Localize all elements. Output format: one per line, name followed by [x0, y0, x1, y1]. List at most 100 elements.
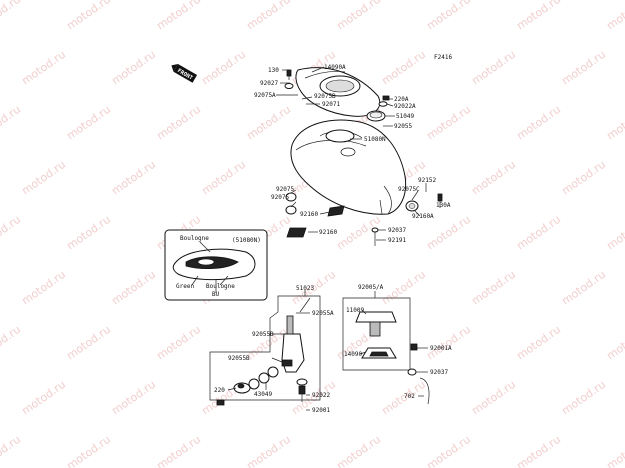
front-arrow-badge: FRONT: [171, 64, 198, 83]
callout-92055A: 92055A: [312, 310, 334, 317]
callout-92001: 92001: [312, 407, 330, 414]
watermark-text: motod.ru: [0, 433, 23, 468]
watermark-text: motod.ru: [0, 0, 23, 32]
filler-cap-51049: [366, 110, 386, 122]
callout-92160A: 92160A: [412, 213, 434, 220]
watermark-text: motod.ru: [64, 323, 113, 363]
callout-92075-upper: 92075: [276, 186, 294, 193]
callout-51049: 51049: [396, 113, 414, 120]
watermark-text: motod.ru: [244, 103, 293, 143]
callout-92075B: 92075B: [314, 93, 336, 100]
watermark-text: motod.ru: [334, 433, 383, 468]
watermark-text: motod.ru: [64, 213, 113, 253]
watermark-text: motod.ru: [379, 48, 428, 88]
watermark-text: motod.ru: [244, 0, 293, 32]
watermark-text: motod.ru: [199, 48, 248, 88]
callout-92005A: 92005/A: [358, 284, 384, 291]
emblem-92160-upper: [327, 205, 345, 217]
watermark-text: motod.ru: [559, 158, 608, 198]
watermark-text: motod.ru: [604, 213, 625, 253]
watermark-text: motod.ru: [559, 48, 608, 88]
inset-color-2: Green: [176, 283, 194, 290]
watermark-text: motod.ru: [514, 0, 563, 32]
callout-92075C: 92075C: [398, 186, 420, 193]
callout-92075-lower: 92075: [271, 194, 289, 201]
watermark-text: motod.ru: [604, 323, 625, 363]
watermark-text: motod.ru: [469, 48, 518, 88]
clip-92037-upper: [371, 227, 379, 233]
watermark-text: motod.ru: [334, 213, 383, 253]
fuel-cock-group: [209, 295, 321, 402]
watermark-text: motod.ru: [154, 323, 203, 363]
watermark-text: motod.ru: [64, 0, 113, 32]
watermark-text: motod.ru: [64, 433, 113, 468]
watermark-text: motod.ru: [0, 213, 23, 253]
watermark-text: motod.ru: [379, 268, 428, 308]
watermark-text: motod.ru: [19, 268, 68, 308]
callout-92160-upper: 92160: [300, 211, 318, 218]
watermark-text: motod.ru: [109, 158, 158, 198]
callout-220: 220: [214, 387, 225, 394]
callout-51080N: 51080N: [364, 136, 386, 143]
watermark-text: motod.ru: [244, 433, 293, 468]
callout-92071: 92071: [322, 101, 340, 108]
callout-92160-lower: 92160: [319, 229, 337, 236]
watermark-text: motod.ru: [64, 103, 113, 143]
callout-92055B-lower: 92055B: [228, 355, 250, 362]
callout-92027: 92027: [260, 80, 278, 87]
fuel-tank-part: [290, 119, 407, 215]
callout-14090A: 14090A: [324, 64, 346, 71]
watermark-text: motod.ru: [469, 158, 518, 198]
callout-92001A: 92001A: [430, 345, 452, 352]
watermark-text: motod.ru: [559, 268, 608, 308]
watermark-text: motod.ru: [109, 48, 158, 88]
lever-parts-43049: [216, 366, 279, 406]
washer-92027: [284, 83, 294, 89]
emblem-92160-lower: [286, 227, 307, 238]
inset-color-3: Boulogne: [206, 283, 235, 290]
watermark-text: motod.ru: [604, 0, 625, 32]
callout-92022: 92022: [312, 392, 330, 399]
callout-92075A: 92075A: [254, 92, 276, 99]
watermark-text: motod.ru: [469, 378, 518, 418]
watermark-text: motod.ru: [154, 0, 203, 32]
callout-11009: 11009: [346, 307, 364, 314]
callout-702: 702: [404, 393, 415, 400]
watermark-text: motod.ru: [424, 433, 473, 468]
watermark-text: motod.ru: [19, 378, 68, 418]
callout-92037-upper: 92037: [388, 227, 406, 234]
watermark-text: motod.ru: [199, 158, 248, 198]
watermark-text: motod.ru: [604, 433, 625, 468]
watermark-text: motod.ru: [19, 158, 68, 198]
watermark-text: motod.ru: [109, 268, 158, 308]
watermark-text: motod.ru: [604, 103, 625, 143]
leader-lines: [227, 66, 441, 411]
watermark-text: motod.ru: [424, 0, 473, 32]
watermark-text: motod.ru: [0, 103, 23, 143]
watermark-text: motod.ru: [514, 103, 563, 143]
watermark-text: motod.ru: [154, 103, 203, 143]
watermark-text: motod.ru: [514, 213, 563, 253]
watermark-text: motod.ru: [424, 103, 473, 143]
tank-cover-part: [295, 67, 381, 117]
callout-130: 130: [268, 67, 279, 74]
callout-92022A: 92022A: [394, 103, 416, 110]
watermark-text: motod.ru: [514, 323, 563, 363]
callout-92055B-upper: 92055B: [252, 331, 274, 338]
bolt-220A: [382, 95, 390, 101]
watermark-text: motod.ru: [469, 268, 518, 308]
callout-92055: 92055: [394, 123, 412, 130]
washer-92022A: [378, 101, 388, 107]
callout-92191: 92191: [388, 237, 406, 244]
callout-14090: 14090: [344, 351, 362, 358]
color-inset-panel: [164, 229, 268, 301]
watermark-text: motod.ru: [109, 378, 158, 418]
callout-43049: 43049: [254, 391, 272, 398]
damper-92075C: [405, 200, 419, 212]
drawing-number: F2416: [434, 54, 452, 61]
inset-color-1: Boulogne: [180, 235, 209, 242]
callout-130A: 130A: [436, 202, 451, 209]
watermark-text: motod.ru: [19, 48, 68, 88]
